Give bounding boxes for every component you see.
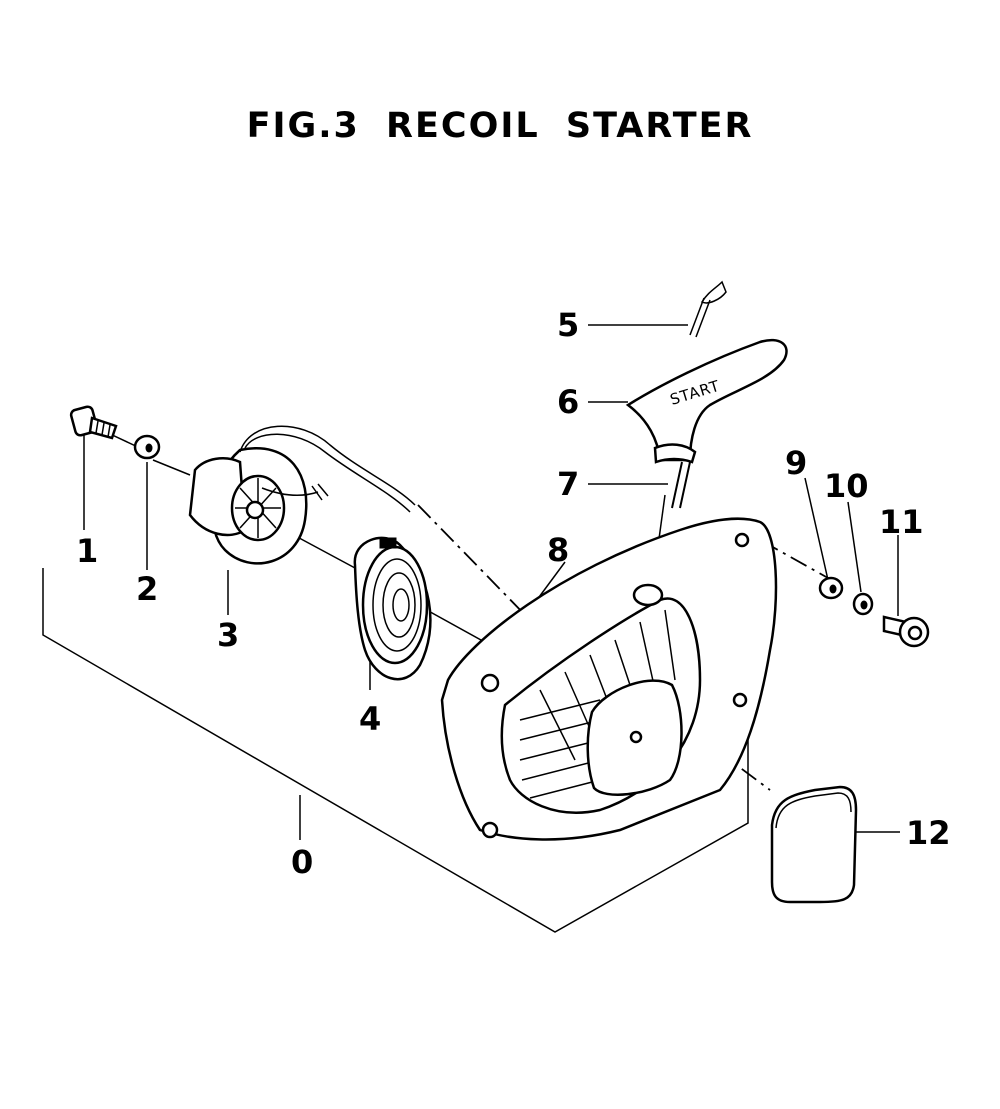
callout-6: 6 — [557, 383, 579, 421]
part-10-spring-washer — [852, 592, 874, 616]
assembly-bracket — [42, 568, 749, 933]
part-4-spring-case — [353, 536, 432, 681]
part-7-rope — [671, 461, 691, 509]
callout-11: 11 — [879, 503, 924, 541]
part-6-starter-handle: START — [625, 338, 788, 464]
part-3-rope-reel — [188, 425, 416, 565]
callout-0: 0 — [291, 843, 313, 881]
callout-10: 10 — [824, 467, 869, 505]
part-2-washer — [133, 434, 161, 460]
callout-4: 4 — [359, 700, 381, 738]
callout-12: 12 — [906, 814, 951, 852]
part-5-rope-end — [689, 280, 727, 338]
part-11-bolt — [882, 615, 930, 648]
cooling-fins — [519, 609, 676, 799]
callout-labels: 1 2 3 4 5 6 7 8 9 10 11 12 0 — [76, 306, 951, 881]
callout-5: 5 — [557, 306, 579, 344]
part-12-cover-plate — [770, 785, 858, 904]
part-9-washer — [818, 576, 844, 600]
callout-9: 9 — [785, 444, 807, 482]
leader-lines — [83, 324, 900, 840]
callout-3: 3 — [217, 616, 239, 654]
part-1-screw — [69, 405, 118, 440]
callout-0-1: 1 — [76, 532, 98, 570]
part-8-starter-case — [440, 517, 778, 841]
callout-7: 7 — [557, 465, 579, 503]
callout-8: 8 — [547, 531, 569, 569]
callout-2: 2 — [136, 570, 158, 608]
figure-title: FIG.3 RECOIL STARTER — [246, 106, 754, 146]
